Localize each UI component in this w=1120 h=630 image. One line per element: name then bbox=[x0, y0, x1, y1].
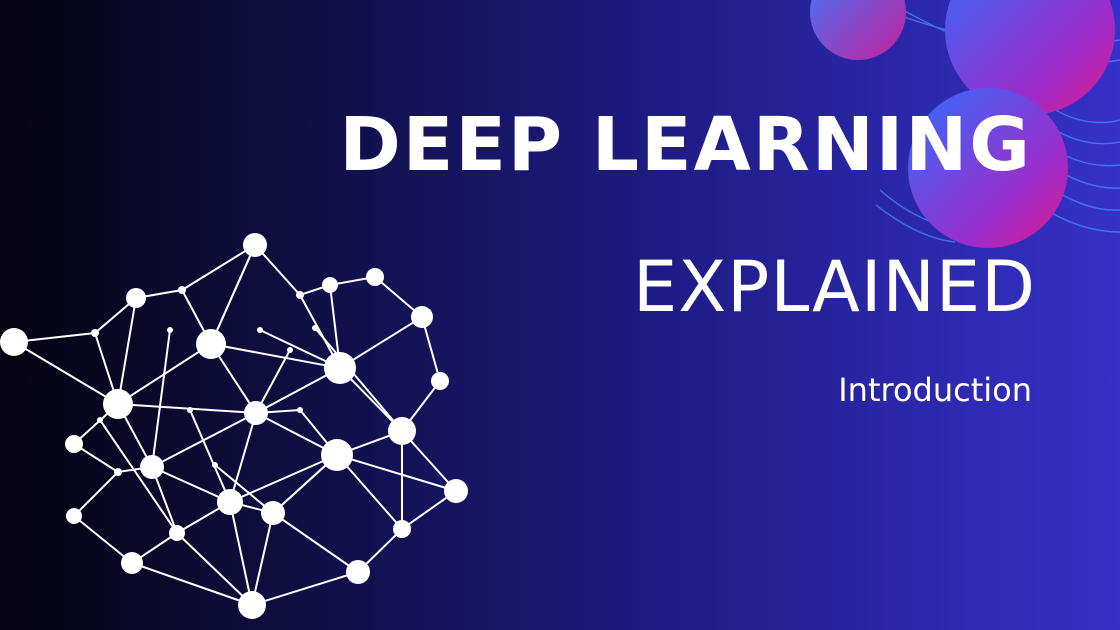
neural-network-illustration bbox=[0, 233, 468, 619]
title-deep-learning: DEEP LEARNING bbox=[339, 102, 1032, 188]
subtitle-introduction: Introduction bbox=[838, 371, 1032, 409]
sphere-medium bbox=[908, 88, 1068, 248]
sphere-large bbox=[945, 0, 1115, 115]
title-explained: EXPLAINED bbox=[632, 246, 1036, 328]
sphere-small bbox=[810, 0, 906, 60]
